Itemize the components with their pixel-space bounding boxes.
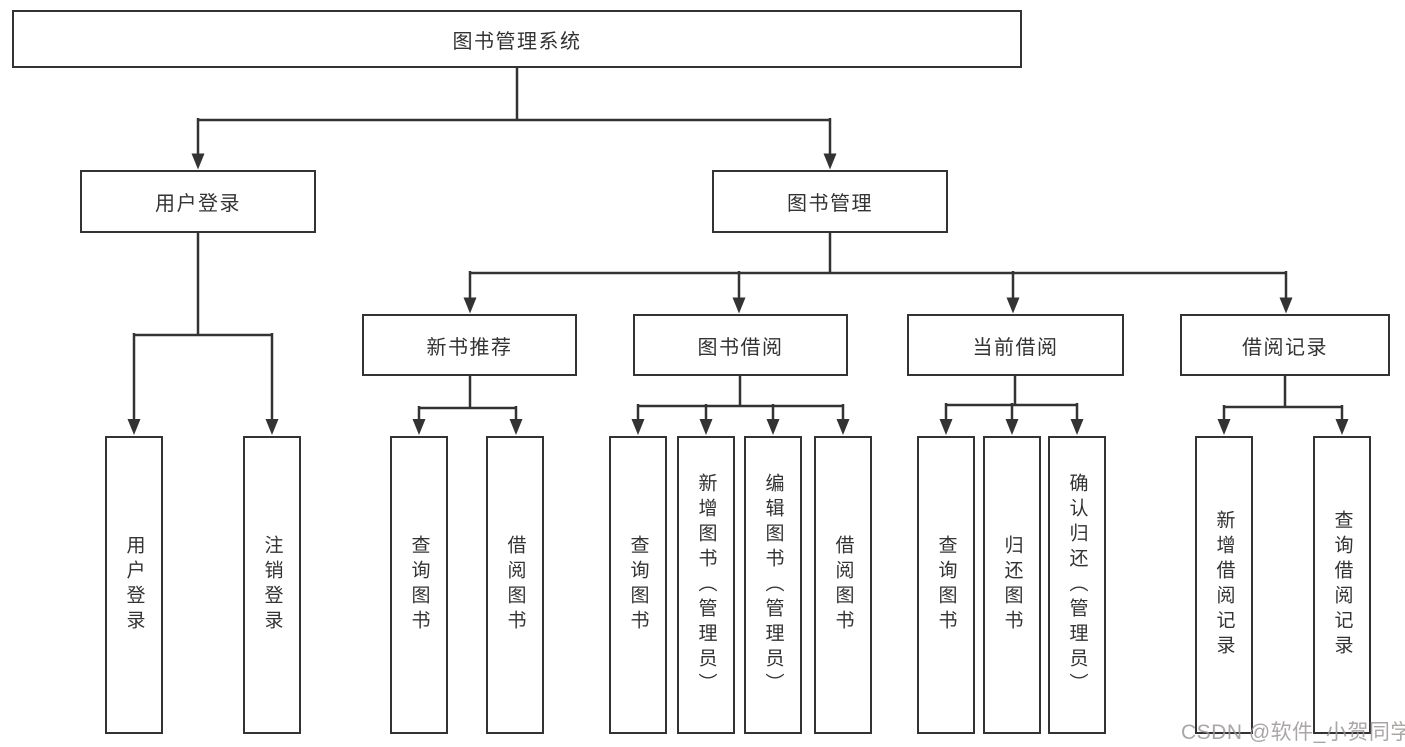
node-label: 借阅图书 — [504, 535, 526, 635]
node-label: 查询图书 — [627, 535, 649, 635]
node-label: 当前借阅 — [972, 336, 1059, 359]
node-label: 查询图书 — [935, 535, 957, 635]
leaf-add-borrow-record: 新增借阅记录 — [1195, 436, 1253, 734]
leaf-edit-books-admin: 编辑图书（管理员） — [744, 436, 802, 734]
leaf-query-borrow-record: 查询借阅记录 — [1313, 436, 1371, 734]
node-label: 图书借阅 — [697, 336, 784, 359]
csdn-watermark: CSDN @软件_小贺同学 — [1181, 721, 1405, 744]
leaf-return-books: 归还图书 — [983, 436, 1041, 734]
node-label: 查询借阅记录 — [1331, 510, 1353, 660]
node-label: 借阅图书 — [832, 535, 854, 635]
node-label: 用户登录 — [123, 535, 145, 635]
node-library-management-system: 图书管理系统 — [12, 10, 1022, 68]
node-label: 图书管理 — [787, 193, 873, 215]
node-user-login: 用户登录 — [80, 170, 316, 233]
node-new-book-recommend: 新书推荐 — [362, 314, 577, 376]
leaf-query-books-current: 查询图书 — [917, 436, 975, 734]
leaf-confirm-return-admin: 确认归还（管理员） — [1048, 436, 1106, 734]
node-label: 注销登录 — [261, 535, 283, 635]
node-book-borrowing: 图书借阅 — [633, 314, 848, 376]
node-label: 图书管理系统 — [452, 30, 582, 53]
node-current-borrowing: 当前借阅 — [907, 314, 1124, 376]
node-label: 新书推荐 — [426, 336, 513, 359]
leaf-borrow-books-recommend: 借阅图书 — [486, 436, 544, 734]
node-book-management: 图书管理 — [712, 170, 948, 233]
node-borrowing-records: 借阅记录 — [1180, 314, 1390, 376]
node-label: 编辑图书（管理员） — [762, 472, 784, 698]
node-label: 归还图书 — [1001, 535, 1023, 635]
node-label: 新增图书（管理员） — [695, 472, 717, 698]
leaf-add-books-admin: 新增图书（管理员） — [677, 436, 735, 734]
leaf-query-books-borrowing: 查询图书 — [609, 436, 667, 734]
leaf-logout: 注销登录 — [243, 436, 301, 734]
leaf-borrow-books: 借阅图书 — [814, 436, 872, 734]
leaf-user-login: 用户登录 — [105, 436, 163, 734]
node-label: 用户登录 — [155, 193, 241, 215]
node-label: 借阅记录 — [1242, 336, 1328, 359]
node-label: 新增借阅记录 — [1213, 510, 1235, 660]
arrowhead-icons — [127, 153, 1349, 435]
node-label: 确认归还（管理员） — [1066, 472, 1088, 698]
leaf-query-books-recommend: 查询图书 — [390, 436, 448, 734]
node-label: 查询图书 — [408, 535, 430, 635]
